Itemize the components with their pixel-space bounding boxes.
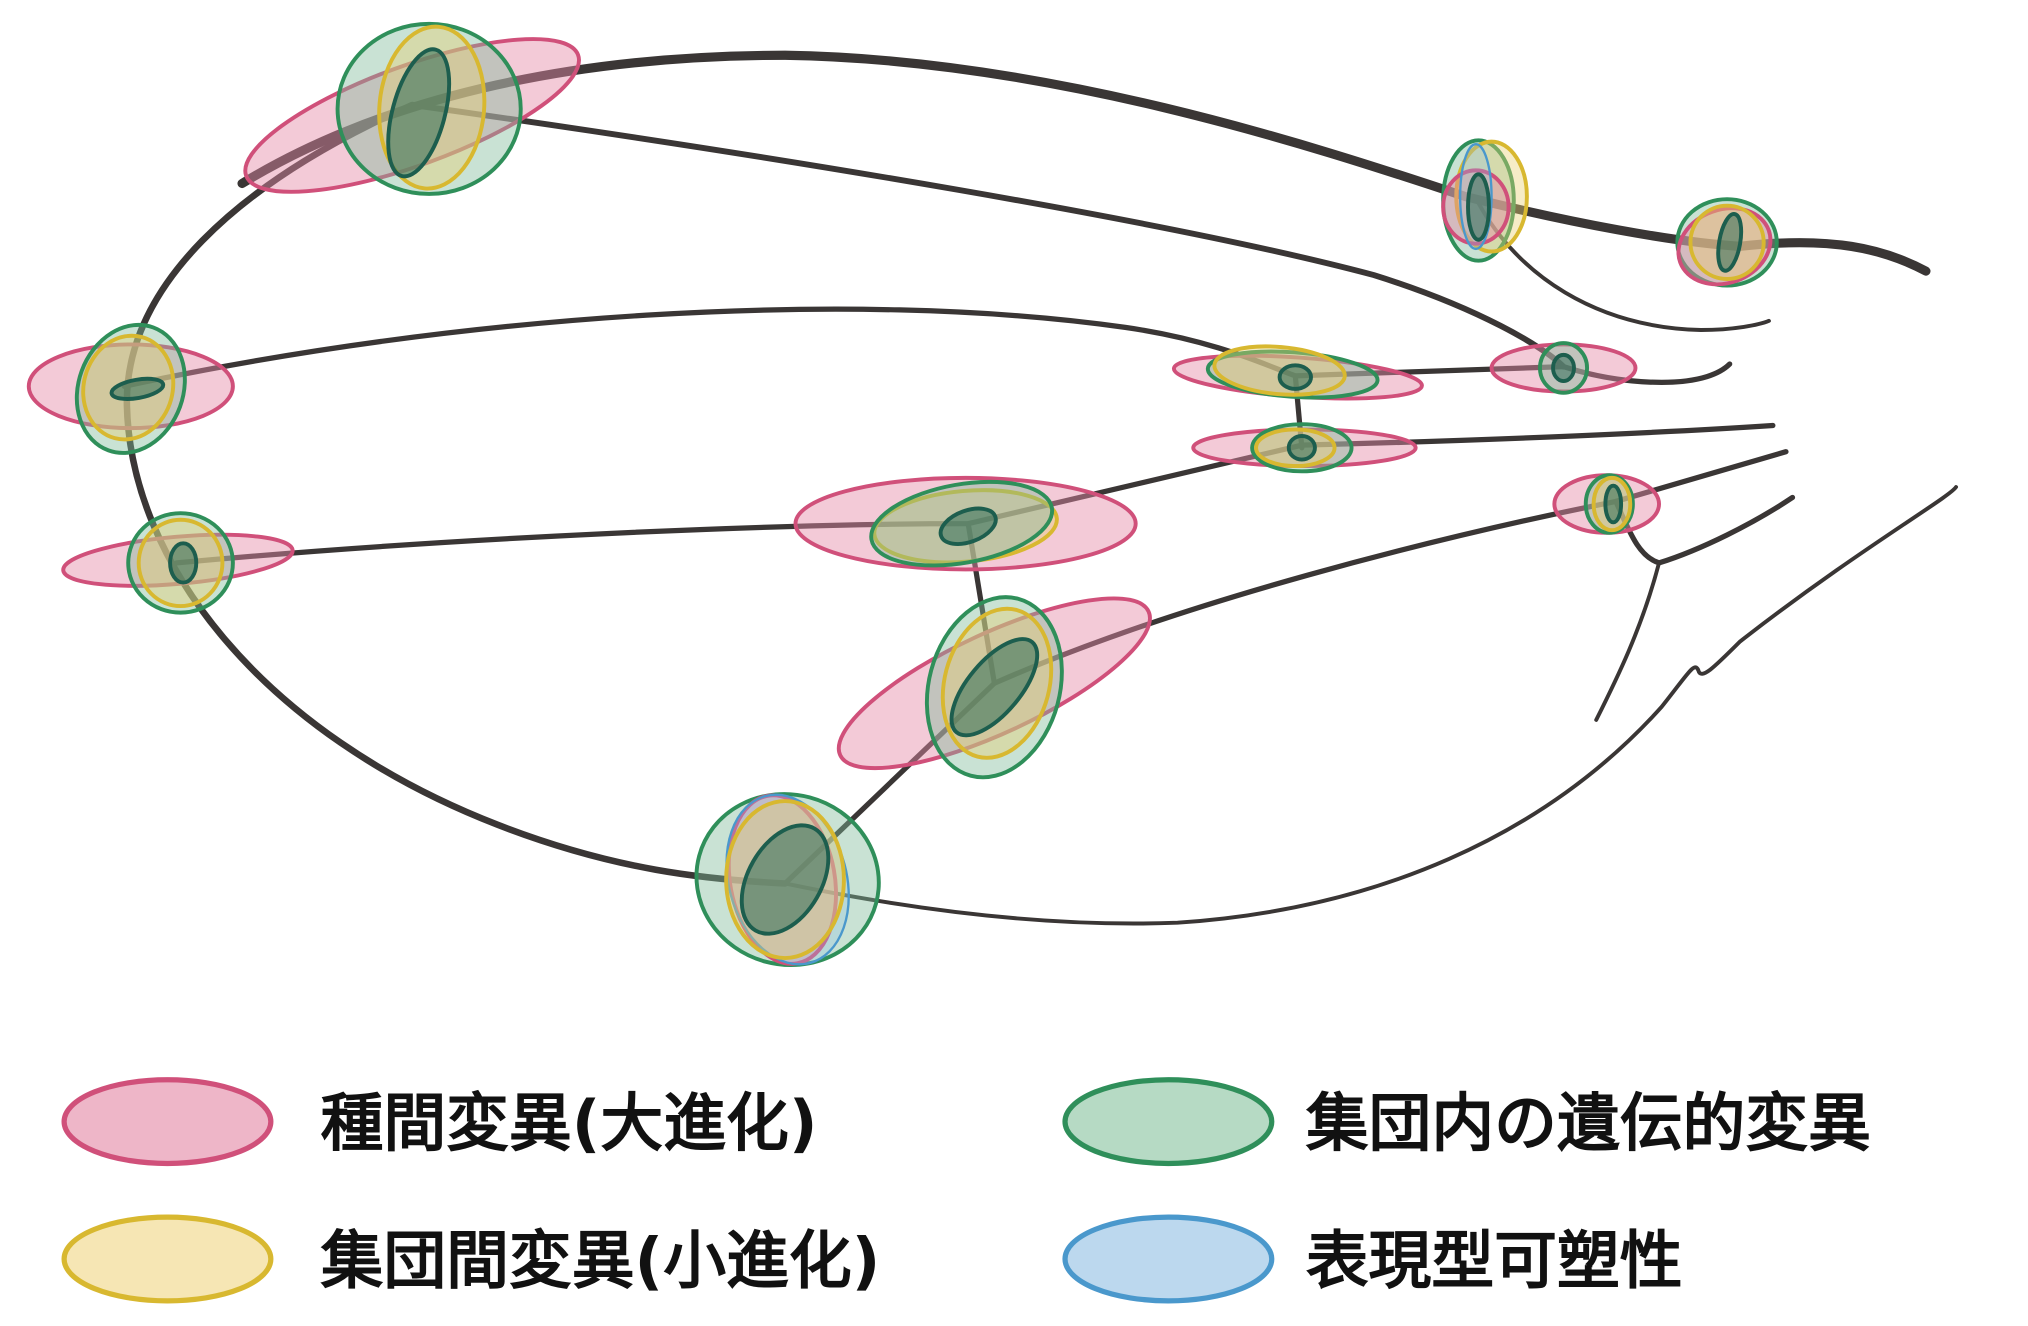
variance-ellipse-inner: [1551, 352, 1576, 384]
legend-label-plasticity: 表現型可塑性: [1306, 1225, 1683, 1298]
variance-ellipse-inner: [1716, 211, 1744, 273]
variance-ellipse-inner: [1286, 434, 1317, 462]
variance-ellipse-inner: [168, 541, 199, 585]
legend-swatch-between-population: [61, 1214, 274, 1304]
wing-margin: [123, 101, 789, 887]
vein-l1: [409, 102, 1567, 370]
legend-label-within-population: 集団内の遺伝的変異: [1305, 1087, 1871, 1160]
vein-l3: [174, 422, 1776, 566]
legend-item-interspecific: 種間変異(大進化): [61, 1077, 818, 1167]
variance-ellipse-inner: [938, 506, 998, 546]
vein-l5-lower: [1594, 560, 1661, 722]
variance-ellipse-inner: [1277, 363, 1313, 391]
variance-ellipse-between-population: [1212, 344, 1347, 397]
variance-ellipse-inner: [1466, 172, 1491, 242]
legend-swatch-interspecific: [61, 1077, 274, 1167]
variance-ellipse-inner: [109, 376, 166, 401]
variance-ellipse-inner: [1603, 483, 1624, 525]
legend-label-between-population: 集団間変異(小進化): [320, 1225, 881, 1298]
variance-ellipse-inner: [739, 823, 831, 936]
legend: 種間変異(大進化) 集団内の遺伝的変異 集団間変異(小進化) 表現型可塑性: [61, 1077, 1871, 1304]
legend-swatch-plasticity: [1062, 1214, 1275, 1304]
vein-l1-distal: [1476, 201, 1771, 332]
legend-swatch-within-population: [1062, 1077, 1275, 1167]
legend-item-within-population: 集団内の遺伝的変異: [1062, 1077, 1871, 1167]
legend-item-between-population: 集団間変異(小進化): [61, 1214, 881, 1304]
variance-ellipses: [26, 21, 1779, 967]
vein-l2: [121, 306, 1733, 389]
legend-label-interspecific: 種間変異(大進化): [321, 1087, 818, 1160]
posterior-margin: [783, 485, 1959, 926]
variance-ellipse-inner: [386, 47, 452, 179]
legend-item-plasticity: 表現型可塑性: [1062, 1214, 1683, 1304]
variance-ellipse-inner: [949, 637, 1040, 738]
